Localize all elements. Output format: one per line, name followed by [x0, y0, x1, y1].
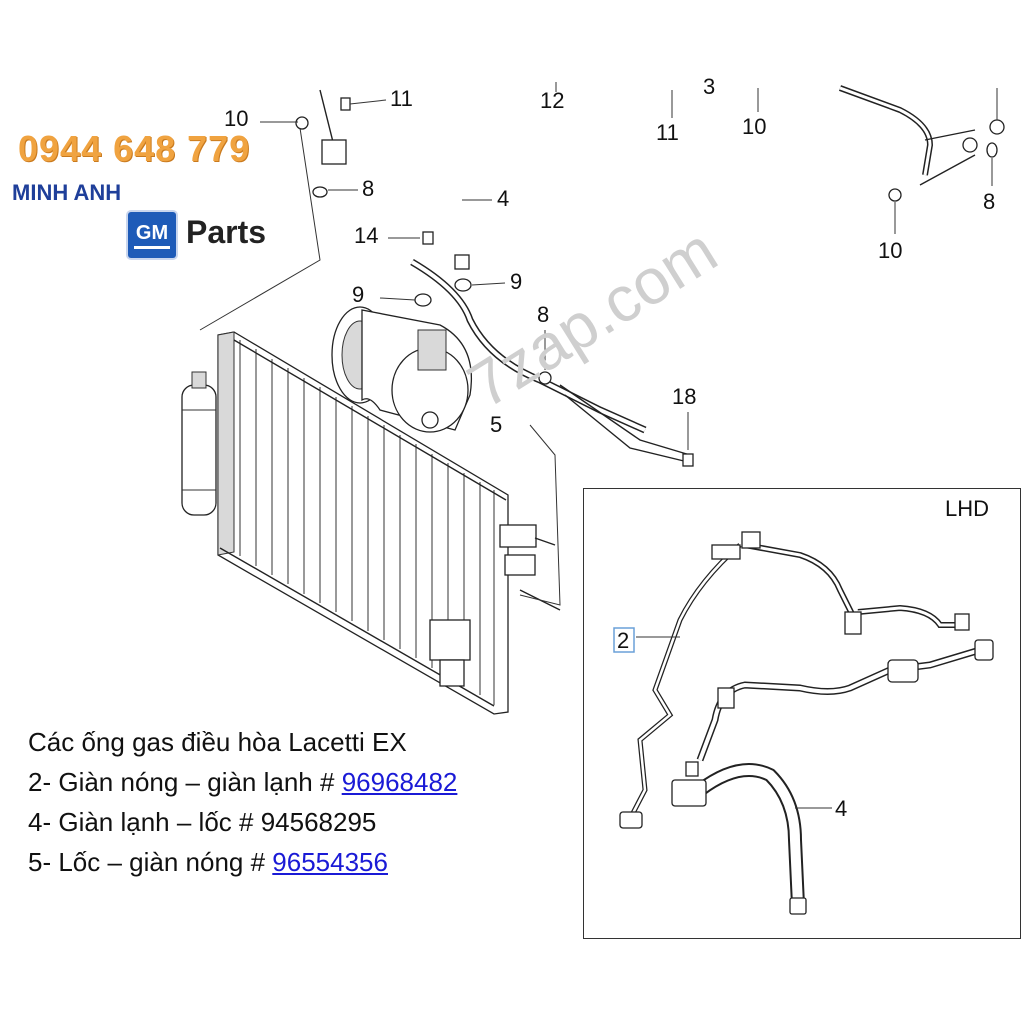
callout-8: 8: [537, 302, 549, 327]
gm-logo-underline: [134, 246, 170, 249]
caption-line-2: 2- Giàn nóng – giàn lạnh # 96968482: [28, 762, 457, 802]
gm-logo-icon: GM: [128, 212, 176, 258]
caption-title: Các ống gas điều hòa Lacetti EX: [28, 727, 407, 757]
gm-logo-text: GM: [135, 222, 169, 244]
lhd-label: LHD: [945, 496, 990, 521]
callout-8: 8: [362, 176, 374, 201]
lhd-inset-drawing: 2 4: [613, 531, 994, 915]
parts-caption: Các ống gas điều hòa Lacetti EX 2- Giàn …: [28, 722, 457, 882]
fittings: [295, 97, 1005, 467]
inset-callout-2: 2: [617, 628, 629, 653]
callout-10: 10: [878, 238, 902, 263]
lhd-inset-frame: [583, 488, 1021, 939]
compressor: [331, 306, 473, 433]
part-link-96968482[interactable]: 96968482: [341, 767, 458, 797]
callout-labels: 10 11 8 4 14 9 9 8 5 18 12 3 11 10 8 10: [224, 74, 995, 437]
caption-line-5-text: 5- Lốc – giàn nóng #: [28, 847, 273, 877]
callout-8: 8: [983, 189, 995, 214]
phone-number: 0944 648 779: [18, 128, 251, 169]
brand-name: MINH ANH: [12, 180, 122, 205]
caption-line-4: 4- Giàn lạnh – lốc # 94568295: [28, 807, 377, 837]
top-right-pipes: [838, 85, 978, 186]
callout-12: 12: [540, 88, 564, 113]
hose-4: [319, 89, 470, 270]
callout-14: 14: [354, 223, 378, 248]
callout-10: 10: [224, 106, 248, 131]
callout-5: 5: [490, 412, 502, 437]
condenser: [217, 331, 509, 715]
callout-11: 11: [390, 86, 413, 111]
callout-11: 11: [656, 120, 679, 145]
hose-5: [410, 258, 691, 463]
part-link-96554356[interactable]: 96554356: [272, 847, 388, 877]
inset-callout-4: 4: [835, 796, 847, 821]
parts-wordmark: Parts: [186, 214, 267, 250]
callout-3: 3: [703, 74, 715, 99]
receiver-drier: [181, 371, 217, 516]
callout-9: 9: [352, 282, 364, 307]
caption-line-2-text: 2- Giàn nóng – giàn lạnh #: [28, 767, 342, 797]
callout-4: 4: [497, 186, 509, 211]
callout-10: 10: [742, 114, 766, 139]
leader-lines: [199, 82, 998, 606]
callout-18: 18: [672, 384, 696, 409]
caption-line-5: 5- Lốc – giàn nóng # 96554356: [28, 842, 457, 882]
callout-9: 9: [510, 269, 522, 294]
